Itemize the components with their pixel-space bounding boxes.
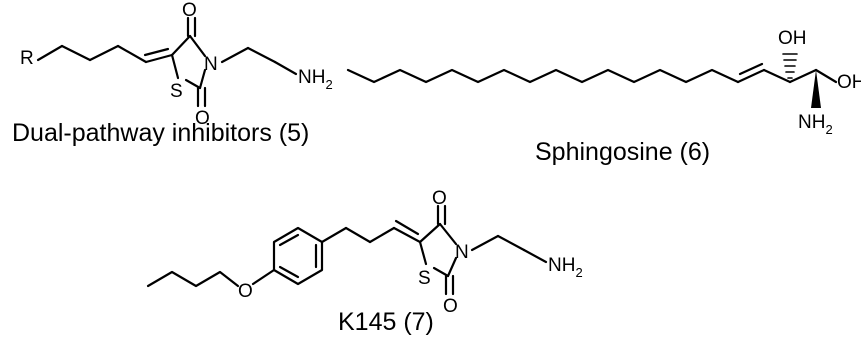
- hydroxyl-label: OH: [778, 28, 807, 49]
- bond: [432, 266, 450, 278]
- k145-structure: O O O S N NH2: [146, 188, 583, 317]
- bond: [36, 44, 64, 62]
- aromatic-bond: [278, 233, 300, 247]
- amine-label: NH2: [798, 112, 833, 137]
- bond: [88, 44, 120, 62]
- bond: [273, 60, 298, 76]
- bond: [814, 68, 838, 84]
- ether-oxygen-label: O: [238, 281, 253, 302]
- bond: [184, 78, 202, 90]
- alkene-bond: [738, 62, 764, 76]
- bond: [198, 68, 207, 90]
- amine-label: NH2: [548, 255, 583, 280]
- bond: [251, 268, 276, 286]
- bond: [788, 68, 818, 84]
- caption-k145: K145 (7): [338, 308, 434, 336]
- sphingosine-structure: OH NH2 OH: [346, 28, 861, 137]
- amine-label: NH2: [298, 67, 333, 92]
- bond: [418, 222, 442, 244]
- bond: [496, 234, 526, 252]
- oxygen-label: O: [195, 108, 210, 129]
- bond: [246, 46, 277, 64]
- bond: [116, 44, 148, 64]
- bond: [170, 53, 180, 80]
- bond: [368, 226, 396, 244]
- oxygen-label: O: [443, 296, 458, 317]
- benzene-ring: [272, 226, 324, 286]
- bond: [470, 234, 500, 252]
- bond: [344, 226, 372, 244]
- nitrogen-label: N: [204, 54, 218, 75]
- oxygen-label: O: [432, 188, 447, 209]
- butyl-chain: [146, 270, 240, 288]
- nitrogen-label: N: [455, 242, 469, 263]
- bond: [170, 34, 192, 57]
- hashed-wedge-bond: [782, 53, 798, 79]
- bond: [522, 248, 548, 264]
- bond: [188, 34, 207, 58]
- solid-wedge-bond: [811, 70, 821, 108]
- bond: [762, 68, 792, 84]
- double-bond: [144, 53, 174, 64]
- caption-sphingosine: Sphingosine (6): [535, 138, 710, 166]
- alkene-bond: [736, 68, 766, 84]
- dual-pathway-inhibitor-structure: R O O S N NH2: [20, 0, 333, 129]
- alkyl-chain: [346, 68, 740, 84]
- bond: [446, 256, 458, 278]
- oxygen-label: O: [182, 0, 197, 21]
- r-group-label: R: [20, 48, 34, 69]
- hydroxyl-label: OH: [837, 72, 861, 93]
- bond: [220, 46, 250, 64]
- bond: [320, 226, 348, 244]
- sulfur-label: S: [170, 81, 183, 102]
- bond: [438, 222, 458, 246]
- sulfur-label: S: [418, 268, 431, 289]
- bond: [60, 44, 92, 62]
- double-bond: [392, 226, 422, 244]
- aromatic-bond: [278, 265, 300, 279]
- bond: [418, 240, 428, 266]
- double-bond: [143, 47, 170, 57]
- caption-dual-pathway: Dual-pathway inhibitors (5): [12, 119, 309, 147]
- double-bond: [394, 219, 420, 236]
